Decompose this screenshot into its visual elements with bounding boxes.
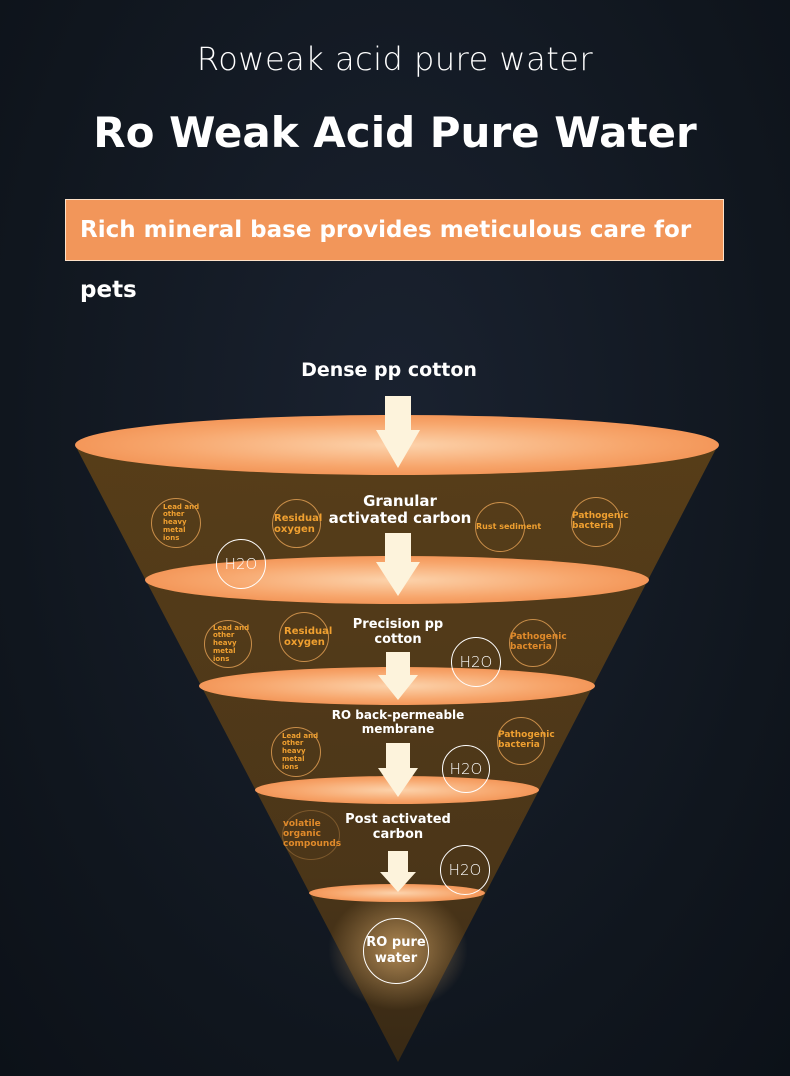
impurity-bubble: Pathogenic bacteria [571,497,629,547]
arrow-down-icon [376,396,420,468]
h2o-bubble: H2O [451,637,501,687]
stage-label: Granular activated carbon [328,492,472,528]
stage-label: Dense pp cotton [301,359,477,381]
result-bubble: RO pure water [363,918,429,984]
h2o-bubble: H2O [440,845,490,895]
stage-label: Precision pp cotton [352,617,444,647]
stage-label: RO back-permeable membrane [331,708,465,736]
impurity-bubble: Pathogenic bacteria [497,717,555,765]
arrow-down-icon [380,851,416,892]
impurity-bubble: Lead and other heavy metal ions [204,620,252,668]
banner: Rich mineral base provides meticulous ca… [65,199,724,303]
h2o-bubble: H2O [216,539,266,589]
h2o-bubble: H2O [442,745,490,793]
impurity-bubble: volatile organic compounds [282,810,341,860]
impurity-bubble: Residual oxygen [279,612,332,662]
impurity-bubble: Rust sediment [475,502,541,552]
impurity-bubble: Pathogenic bacteria [509,619,567,667]
impurity-bubble: Residual oxygen [272,499,322,548]
page-title: Ro Weak Acid Pure Water [93,108,697,157]
impurity-bubble: Lead and other heavy metal ions [151,498,201,548]
impurity-bubble: Lead and other heavy metal ions [271,727,321,777]
stage-label: Post activated carbon [345,812,451,842]
filter-layer-5 [309,884,485,902]
arrow-down-icon [376,533,420,596]
arrow-down-icon [378,743,418,797]
arrow-down-icon [378,652,418,700]
page-subtitle: Roweak acid pure water [196,40,594,78]
